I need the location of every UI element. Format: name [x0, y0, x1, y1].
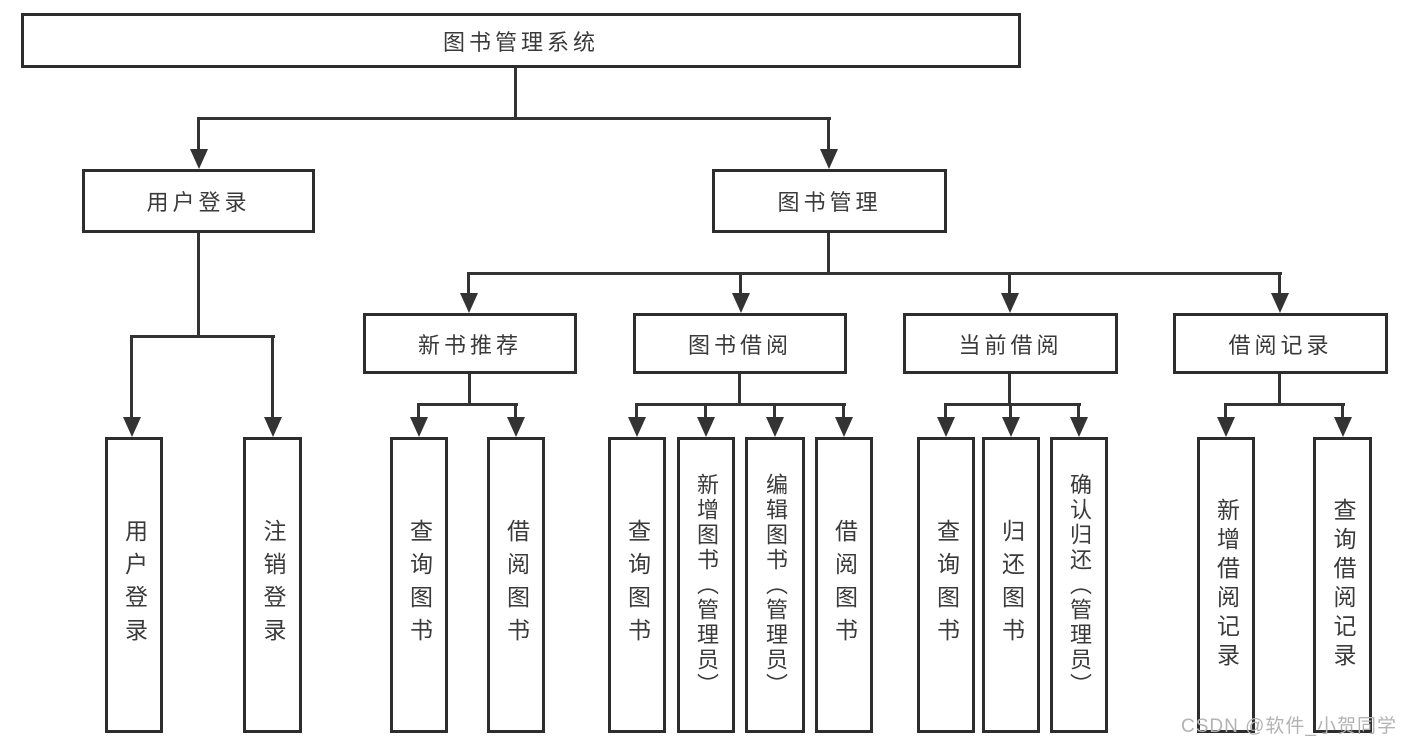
connector-line: [944, 403, 1081, 406]
node-book-management: 图书管理: [712, 169, 947, 233]
node-current-borrow: 当前借阅: [903, 313, 1118, 374]
arrow-down: [697, 403, 715, 437]
arrow-down: [732, 272, 750, 313]
node-borrow-records: 借阅记录: [1173, 313, 1388, 374]
arrow-down: [628, 403, 646, 437]
leaf-borrow-books-1: 借阅图书: [487, 437, 545, 733]
connector-line: [1224, 403, 1345, 406]
arrow-down: [410, 403, 428, 437]
csdn-watermark: CSDN @软件_小贺同学: [1181, 716, 1397, 737]
arrow-down: [1271, 272, 1289, 313]
leaf-add-borrow-record: 新增借阅记录: [1197, 437, 1255, 733]
node-new-books: 新书推荐: [363, 313, 577, 374]
arrow-down: [1002, 403, 1020, 437]
leaf-edit-books-admin: 编辑图书（管理员）: [745, 437, 805, 733]
node-book-borrow: 图书借阅: [633, 313, 847, 374]
arrow-down: [937, 403, 955, 437]
node-user-login: 用户登录: [82, 169, 315, 233]
connector-line: [514, 68, 517, 118]
arrow-down: [460, 272, 478, 313]
connector-line: [1008, 374, 1011, 406]
leaf-query-books-1: 查询图书: [390, 437, 448, 733]
leaf-query-books-2: 查询图书: [608, 437, 666, 733]
arrow-down: [123, 335, 141, 437]
connector-line: [827, 233, 830, 275]
arrow-down: [820, 117, 838, 169]
connector-line: [197, 117, 831, 120]
connector-line: [468, 374, 471, 406]
leaf-return-books: 归还图书: [982, 437, 1040, 733]
connector-line: [131, 335, 275, 338]
leaf-borrow-books-2: 借阅图书: [815, 437, 873, 733]
arrow-down: [766, 403, 784, 437]
connector-line: [197, 233, 200, 338]
connector-line: [635, 403, 846, 406]
leaf-confirm-return-admin: 确认归还（管理员）: [1050, 437, 1108, 733]
leaf-query-borrow-record: 查询借阅记录: [1313, 437, 1372, 733]
arrow-down: [190, 117, 208, 169]
connector-line: [467, 272, 1282, 275]
arrow-down: [1001, 272, 1019, 313]
leaf-add-books-admin: 新增图书（管理员）: [677, 437, 735, 733]
arrow-down: [507, 403, 525, 437]
arrow-down: [835, 403, 853, 437]
root-node: 图书管理系统: [21, 13, 1021, 68]
connector-line: [738, 374, 741, 406]
leaf-user-login: 用户登录: [105, 437, 163, 733]
connector-line: [1278, 374, 1281, 406]
leaf-query-books-3: 查询图书: [917, 437, 975, 733]
arrow-down: [1217, 403, 1235, 437]
arrow-down: [1334, 403, 1352, 437]
connector-line: [417, 403, 518, 406]
arrow-down: [1070, 403, 1088, 437]
arrow-down: [264, 335, 282, 437]
leaf-logout-login: 注销登录: [243, 437, 302, 733]
